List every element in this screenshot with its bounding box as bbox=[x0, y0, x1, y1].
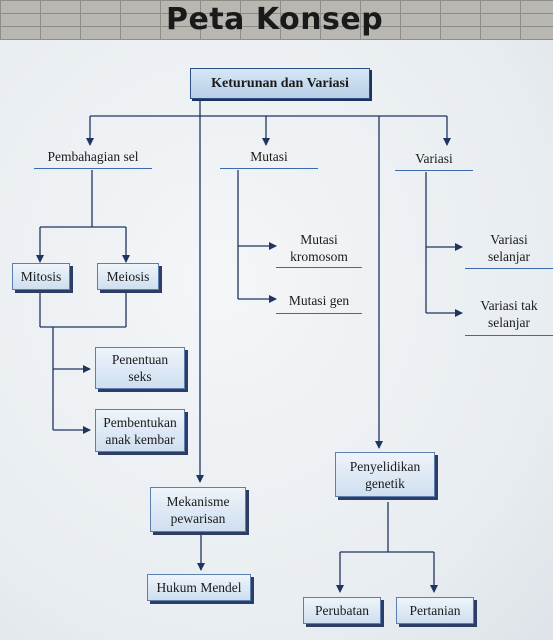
penyelidikan-genetik-node: Penyelidikan genetik bbox=[335, 452, 435, 497]
meiosis-node: Meiosis bbox=[97, 263, 159, 290]
hukum-mendel-node: Hukum Mendel bbox=[147, 574, 251, 601]
variasi-node: Variasi bbox=[395, 147, 473, 171]
mekanisme-pewarisan-node: Mekanisme pewarisan bbox=[150, 487, 246, 532]
pertanian-node: Pertanian bbox=[396, 597, 474, 624]
variasi-selanjar-node: Variasi selanjar bbox=[465, 228, 553, 269]
mutasi-node: Mutasi bbox=[220, 145, 318, 169]
pembahagian-sel-node: Pembahagian sel bbox=[34, 145, 152, 169]
page-title: Peta Konsep bbox=[166, 2, 384, 37]
penentuan-seks-node: Penentuan seks bbox=[95, 347, 185, 389]
brick-header-background bbox=[0, 0, 553, 40]
mitosis-node: Mitosis bbox=[12, 263, 70, 290]
root-concept-node: Keturunan dan Variasi bbox=[190, 68, 370, 99]
mutasi-gen-node: Mutasi gen bbox=[276, 288, 362, 314]
perubatan-node: Perubatan bbox=[303, 597, 381, 624]
mutasi-kromosom-node: Mutasi kromosom bbox=[276, 228, 362, 268]
pembentukan-anak-kembar-node: Pembentukan anak kembar bbox=[95, 409, 185, 452]
variasi-tak-selanjar-node: Variasi tak selanjar bbox=[465, 293, 553, 336]
